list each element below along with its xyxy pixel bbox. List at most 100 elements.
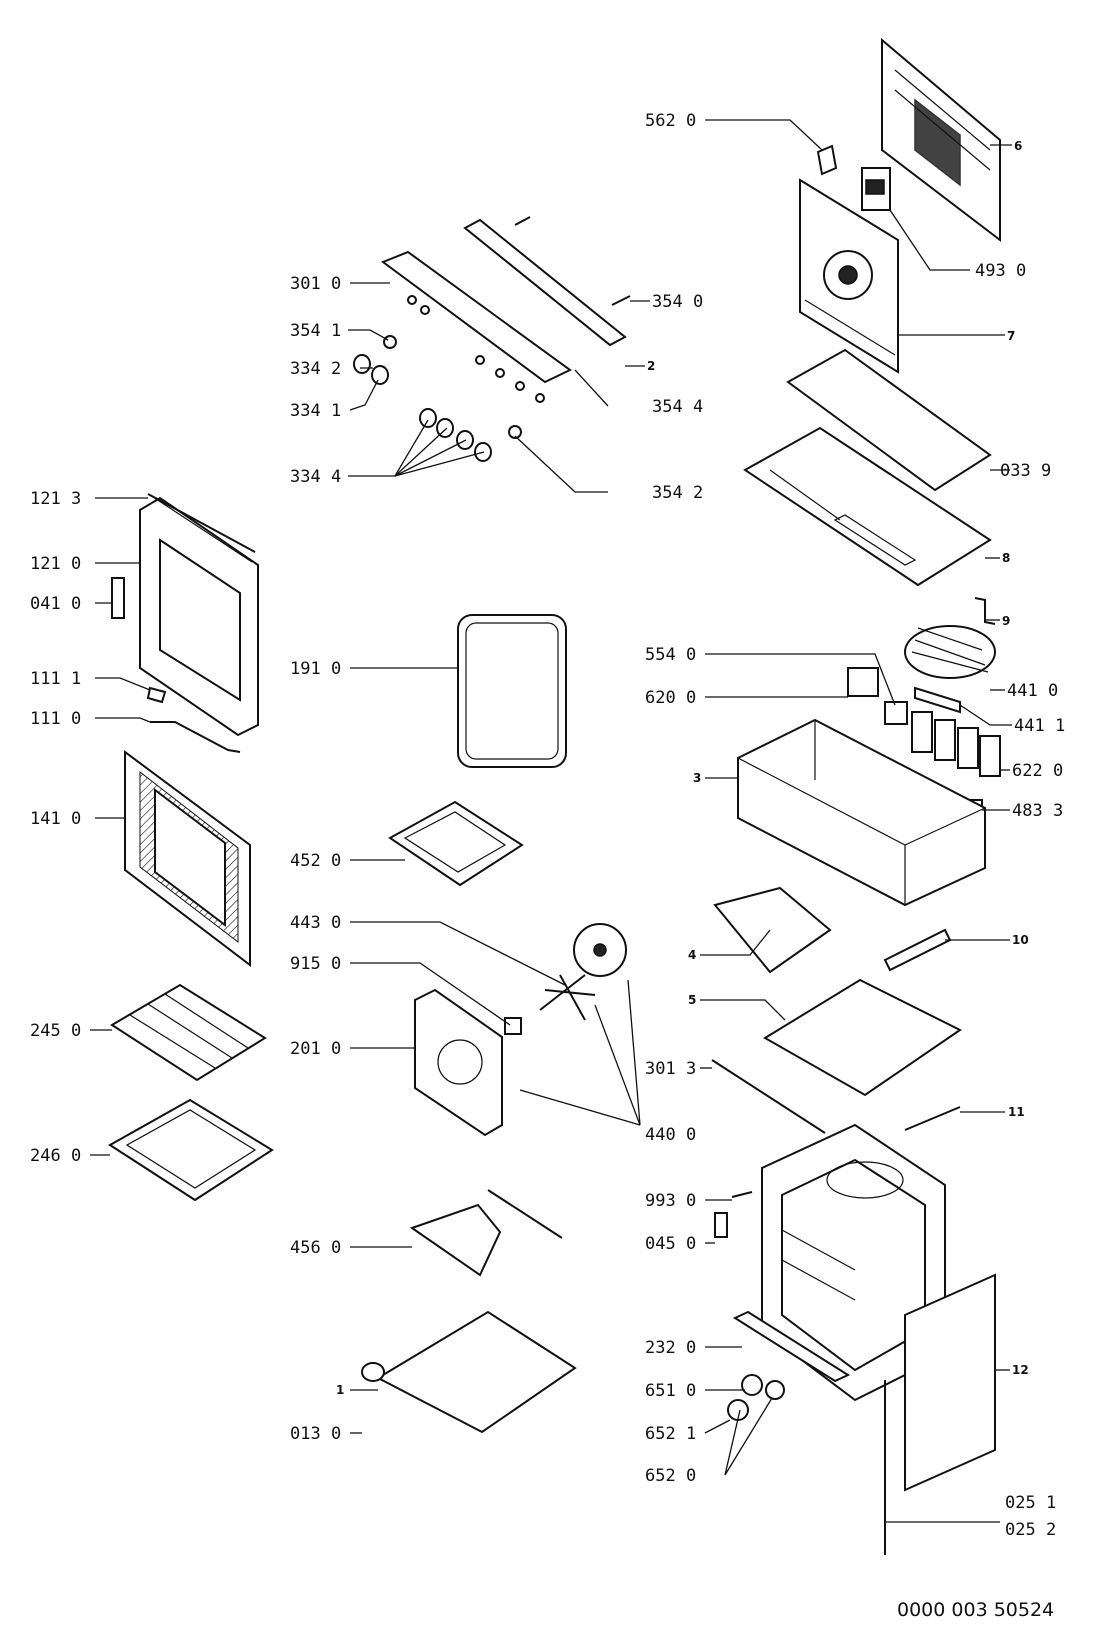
wire-rack-part xyxy=(110,983,267,1082)
callout: 121 3 xyxy=(30,489,81,509)
lamp-cover-part xyxy=(765,1380,785,1400)
callout-labels: 562 0 493 0 6 7 301 0 354 0 354 1 334 2 … xyxy=(30,111,1065,1540)
callout: 301 0 xyxy=(290,274,341,294)
callout: 354 1 xyxy=(290,321,341,341)
callout: 334 1 xyxy=(290,401,341,421)
fan-strip-part xyxy=(914,686,961,714)
hinge-part xyxy=(111,577,125,619)
insulation-sheet-part xyxy=(786,348,992,492)
door-seal-part xyxy=(457,614,567,768)
grill-element-part xyxy=(388,800,524,887)
shaft-part xyxy=(514,216,531,226)
callout: 201 0 xyxy=(290,1039,341,1059)
back-panel-part xyxy=(881,37,1001,243)
latch-part xyxy=(714,1212,728,1238)
fan-cover-part xyxy=(414,988,503,1137)
top-plate-part xyxy=(743,426,992,587)
switch-part xyxy=(847,667,879,697)
callout: 620 0 xyxy=(645,688,696,708)
callout: 041 0 xyxy=(30,594,81,614)
spacer-part xyxy=(383,335,397,349)
callout: 013 0 xyxy=(290,1424,341,1444)
callout: 456 0 xyxy=(290,1238,341,1258)
callout: 441 0 xyxy=(1007,681,1058,701)
callout: 651 0 xyxy=(645,1381,696,1401)
leader-lines xyxy=(90,119,1012,1523)
spacer2-part xyxy=(508,425,522,439)
control-module-part xyxy=(861,167,891,211)
bottom-plate-part xyxy=(763,978,962,1097)
tangential-fan-part xyxy=(904,625,996,679)
callout: 354 0 xyxy=(652,292,703,312)
callout: 025 2 xyxy=(1005,1520,1056,1540)
callout: 443 0 xyxy=(290,913,341,933)
callout: 452 0 xyxy=(290,851,341,871)
bottom-element-part xyxy=(409,1189,563,1277)
rear-wall-part xyxy=(799,178,899,374)
door-rod-part xyxy=(150,721,241,753)
screw-part xyxy=(731,1191,753,1198)
rail-bracket-part xyxy=(883,928,952,972)
callout: 483 3 xyxy=(1012,801,1063,821)
callout: 033 9 xyxy=(1000,461,1051,481)
control-panel-part xyxy=(380,218,627,403)
thermostat-part xyxy=(884,701,908,725)
callout: 1 xyxy=(336,1383,344,1397)
callout: 354 4 xyxy=(652,397,703,417)
callout: 141 0 xyxy=(30,809,81,829)
callout: 245 0 xyxy=(30,1021,81,1041)
callout: 191 0 xyxy=(290,659,341,679)
side-panel-part xyxy=(904,1273,996,1492)
callout: 10 xyxy=(1012,933,1029,947)
callout: 915 0 xyxy=(290,954,341,974)
callout: 3 xyxy=(693,771,701,785)
tray-part xyxy=(713,886,832,974)
rod-part xyxy=(904,1106,961,1131)
door-top-strip-part xyxy=(147,493,256,553)
callout: 334 4 xyxy=(290,467,341,487)
callout: 121 0 xyxy=(30,554,81,574)
callout: 301 3 xyxy=(645,1059,696,1079)
callout: 652 1 xyxy=(645,1424,696,1444)
callout: 4 xyxy=(688,948,696,962)
foot-part xyxy=(361,1362,385,1382)
callout: 246 0 xyxy=(30,1146,81,1166)
inner-door-part xyxy=(139,494,259,737)
callout: 111 0 xyxy=(30,709,81,729)
hinge-cover-part xyxy=(146,686,167,704)
shaft2-part xyxy=(611,295,631,306)
callout: 493 0 xyxy=(975,261,1026,281)
callout: 12 xyxy=(1012,1363,1029,1377)
callout: 2 xyxy=(647,359,655,373)
front-rail-part xyxy=(732,1310,851,1383)
callout: 441 1 xyxy=(1014,716,1065,736)
baking-tray-part xyxy=(108,1098,274,1202)
small-bracket-part xyxy=(974,597,996,625)
callout: 232 0 xyxy=(645,1338,696,1358)
outer-glass-part xyxy=(124,750,251,968)
oven-cavity-part xyxy=(761,1123,946,1402)
callout: 5 xyxy=(688,993,696,1007)
callout: 562 0 xyxy=(645,111,696,131)
callout: 652 0 xyxy=(645,1466,696,1486)
callout: 111 1 xyxy=(30,669,81,689)
lamp-part xyxy=(741,1374,763,1396)
convection-fan-part xyxy=(539,923,627,1021)
side-rail-part xyxy=(711,1059,826,1134)
callout: 7 xyxy=(1007,329,1015,343)
control-housing-part xyxy=(737,718,986,907)
callout: 8 xyxy=(1002,551,1010,565)
clip-part xyxy=(816,144,838,176)
callout: 622 0 xyxy=(1012,761,1063,781)
switch-bank-part xyxy=(911,711,1001,777)
callout: 045 0 xyxy=(645,1234,696,1254)
callout: 025 1 xyxy=(1005,1493,1056,1513)
callout: 334 2 xyxy=(290,359,341,379)
fan-nut-part xyxy=(504,1017,522,1035)
knobs-part xyxy=(353,354,492,462)
callout: 11 xyxy=(1008,1105,1025,1119)
document-number: 0000 003 50524 xyxy=(897,1599,1054,1621)
callout: 6 xyxy=(1014,139,1022,153)
callout: 440 0 xyxy=(645,1125,696,1145)
